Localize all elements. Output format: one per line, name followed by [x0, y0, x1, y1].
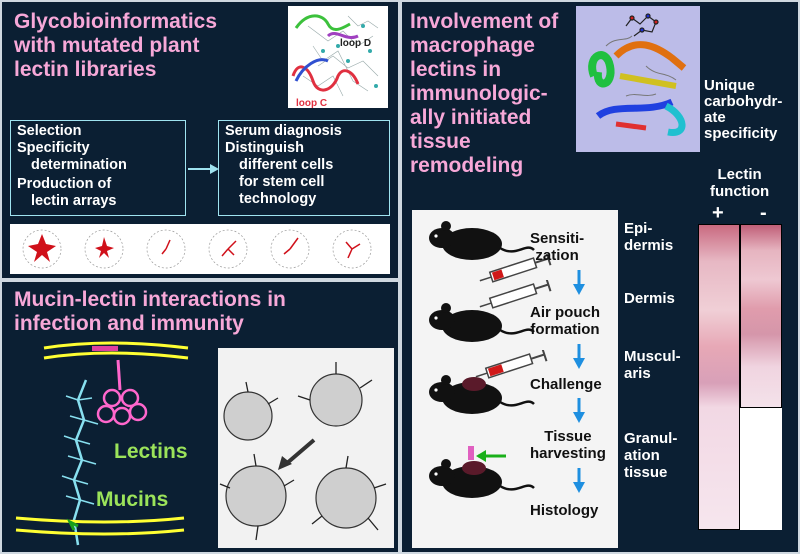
- box-line: technology: [239, 191, 317, 207]
- specificity-radar-strip: [10, 224, 390, 274]
- cell-micrograph: [218, 348, 394, 548]
- unique-specificity-label: Unique carbohydr- ate specificity: [704, 77, 783, 142]
- box-line: for stem cell: [239, 174, 325, 190]
- box-line: Selection: [17, 123, 82, 139]
- cells-drawing: [219, 362, 387, 541]
- ribbon-drawing: [588, 13, 687, 136]
- layer-epidermis-label: Epi- dermis: [624, 220, 674, 254]
- arrow-down-icon: [573, 344, 585, 369]
- mouse-icon: [429, 303, 535, 342]
- box-line: Distinguish: [225, 140, 304, 156]
- mouse-icon: [429, 221, 535, 260]
- step-challenge: Challenge: [530, 376, 602, 393]
- panel-title: Involvement of macrophage lectins in imm…: [410, 10, 559, 177]
- lectin-ribbon-image: [576, 6, 700, 152]
- histology-strip-minus-blank: [740, 408, 782, 530]
- box-line: Specificity: [17, 140, 90, 156]
- structure-drawing: loop D loop C: [291, 14, 379, 109]
- mucin-lectin-diagram: [15, 341, 189, 546]
- experiment-steps-panel: Sensiti- zation Air pouch formation Chal…: [412, 210, 618, 548]
- box-line: different cells: [239, 157, 334, 173]
- step-sensitization: Sensiti- zation: [530, 230, 585, 264]
- layer-dermis-label: Dermis: [624, 290, 675, 307]
- syringe-icon: [479, 280, 552, 309]
- panel-glycobioinformatics: Glycobioinformatics with mutated plant l…: [0, 0, 400, 280]
- panel-mucin-lectin: Mucin-lectin interactions in infection a…: [0, 280, 400, 554]
- lectin-minus-label: -: [760, 202, 767, 224]
- panel-macrophage-lectins: Involvement of macrophage lectins in imm…: [400, 0, 800, 554]
- syringe-icon: [475, 350, 548, 379]
- loop-d-label: loop D: [340, 38, 371, 49]
- protein-structure-image: loop D loop C: [288, 6, 388, 109]
- panel-title: Mucin-lectin interactions in infection a…: [14, 288, 286, 335]
- syringe-icon: [479, 254, 552, 283]
- mouse-icon: [429, 375, 535, 414]
- histology-strip-minus: [740, 224, 782, 408]
- box-line: lectin arrays: [31, 193, 117, 209]
- lectins-label: Lectins: [114, 440, 188, 463]
- loop-c-label: loop C: [296, 98, 327, 108]
- layer-granulation-label: Granul- ation tissue: [624, 430, 678, 481]
- applications-box-right: Serum diagnosis Distinguish different ce…: [218, 120, 390, 216]
- lectin-plus-label: +: [712, 202, 724, 224]
- lectin-function-title: Lectin function: [710, 166, 770, 200]
- step-tissue-harvesting: Tissue harvesting: [530, 428, 606, 462]
- panel-title: Glycobioinformatics with mutated plant l…: [14, 10, 218, 81]
- box-line: Serum diagnosis: [225, 123, 342, 139]
- arrow-down-icon: [573, 398, 585, 423]
- mucins-label: Mucins: [96, 488, 169, 511]
- arrow-right-icon: [188, 164, 219, 174]
- radar-chart-icon: [22, 229, 372, 269]
- box-line: Production of: [17, 176, 112, 192]
- mouse-icon: [429, 446, 535, 498]
- arrow-down-icon: [573, 270, 585, 295]
- applications-box-left: Selection Specificity determination Prod…: [10, 120, 186, 216]
- arrow-down-icon: [573, 468, 585, 493]
- box-line: determination: [31, 157, 127, 173]
- step-histology: Histology: [530, 502, 599, 519]
- layer-muscularis-label: Muscul- aris: [624, 348, 681, 382]
- step-air-pouch: Air pouch formation: [530, 304, 600, 338]
- histology-strip-plus: [698, 224, 740, 530]
